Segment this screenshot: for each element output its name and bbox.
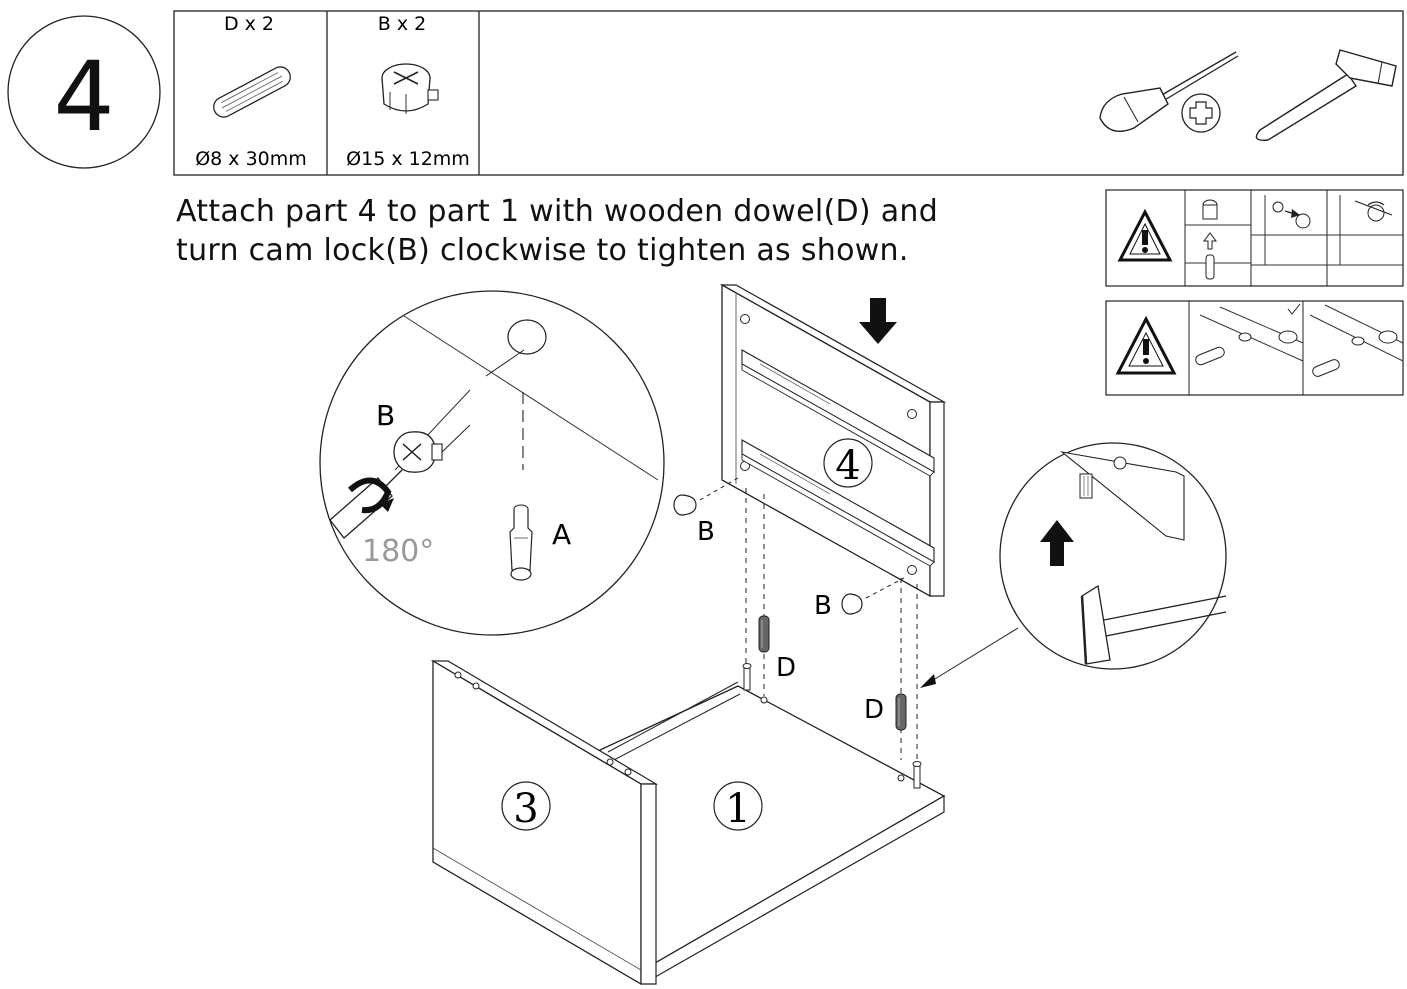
warning-triangle-icon [1115, 315, 1177, 375]
cam-lock-b-detail [393, 424, 471, 473]
warning-panels [1105, 189, 1404, 396]
dowel-insert-icon [1185, 199, 1251, 280]
part-4-number: 4 [835, 443, 860, 489]
up-arrow-icon [1040, 520, 1074, 566]
cam-lock-b-lower [841, 577, 905, 615]
down-arrow-icon [859, 298, 897, 344]
cam-insert-icon [1251, 195, 1327, 266]
part-1-number: 1 [725, 786, 750, 832]
part-3-number: 3 [513, 786, 538, 832]
instruction-line-2: turn cam lock(B) clockwise to tighten as… [176, 233, 909, 268]
cam-bolt-a-detail [509, 504, 533, 581]
zoom-detail-cam-lock: B 180° A [319, 290, 665, 636]
cam-lock-qty-label: B x 2 [378, 13, 426, 35]
instruction-line-1: Attach part 4 to part 1 with wooden dowe… [176, 194, 939, 229]
label-d-right: D [864, 695, 884, 725]
cam-lock-icon [381, 63, 439, 114]
cam-lock-b-upper [673, 477, 739, 516]
hammer-icon [1255, 49, 1397, 141]
screwdriver-detail [329, 469, 403, 539]
cam-lock-size-label: Ø15 x 12mm [346, 148, 470, 170]
warning-triangle-icon [1117, 208, 1173, 262]
instruction-text: Attach part 4 to part 1 with wooden dowe… [176, 192, 938, 270]
label-d-left: D [776, 653, 796, 683]
part-4-panel: 4 [719, 283, 947, 598]
parts-header: D x 2 Ø8 x 30mm B x 2 Ø15 x 12mm [173, 10, 1404, 176]
zoom-detail-hammer [920, 442, 1227, 688]
wooden-dowel-d-right [895, 693, 907, 731]
part-1-bottom-panel: 1 [599, 663, 946, 982]
label-b-lower: B [814, 591, 832, 621]
step-number-badge: 4 [7, 15, 161, 169]
label-b-upper: B [697, 517, 715, 547]
incorrect-dowel-icon [1309, 304, 1404, 377]
wooden-dowel-icon [213, 66, 291, 118]
dowel-size-label: Ø8 x 30mm [195, 148, 307, 170]
phillips-screwdriver-icon [1099, 51, 1239, 133]
step-number: 4 [53, 41, 114, 153]
rotation-label: 180° [362, 534, 434, 569]
dowel-qty-label: D x 2 [224, 13, 274, 35]
label-a-detail: A [552, 518, 571, 551]
hammer-detail-icon [1080, 584, 1227, 665]
cam-rotate-icon [1327, 195, 1403, 266]
label-b-detail: B [376, 399, 395, 432]
part-3-side-panel: 3 [430, 659, 659, 986]
warning-cam-lock-sequence [1105, 189, 1404, 287]
wooden-dowel-d-left [758, 615, 770, 653]
warning-dowel-orientation [1105, 300, 1404, 396]
correct-dowel-icon [1195, 303, 1304, 366]
